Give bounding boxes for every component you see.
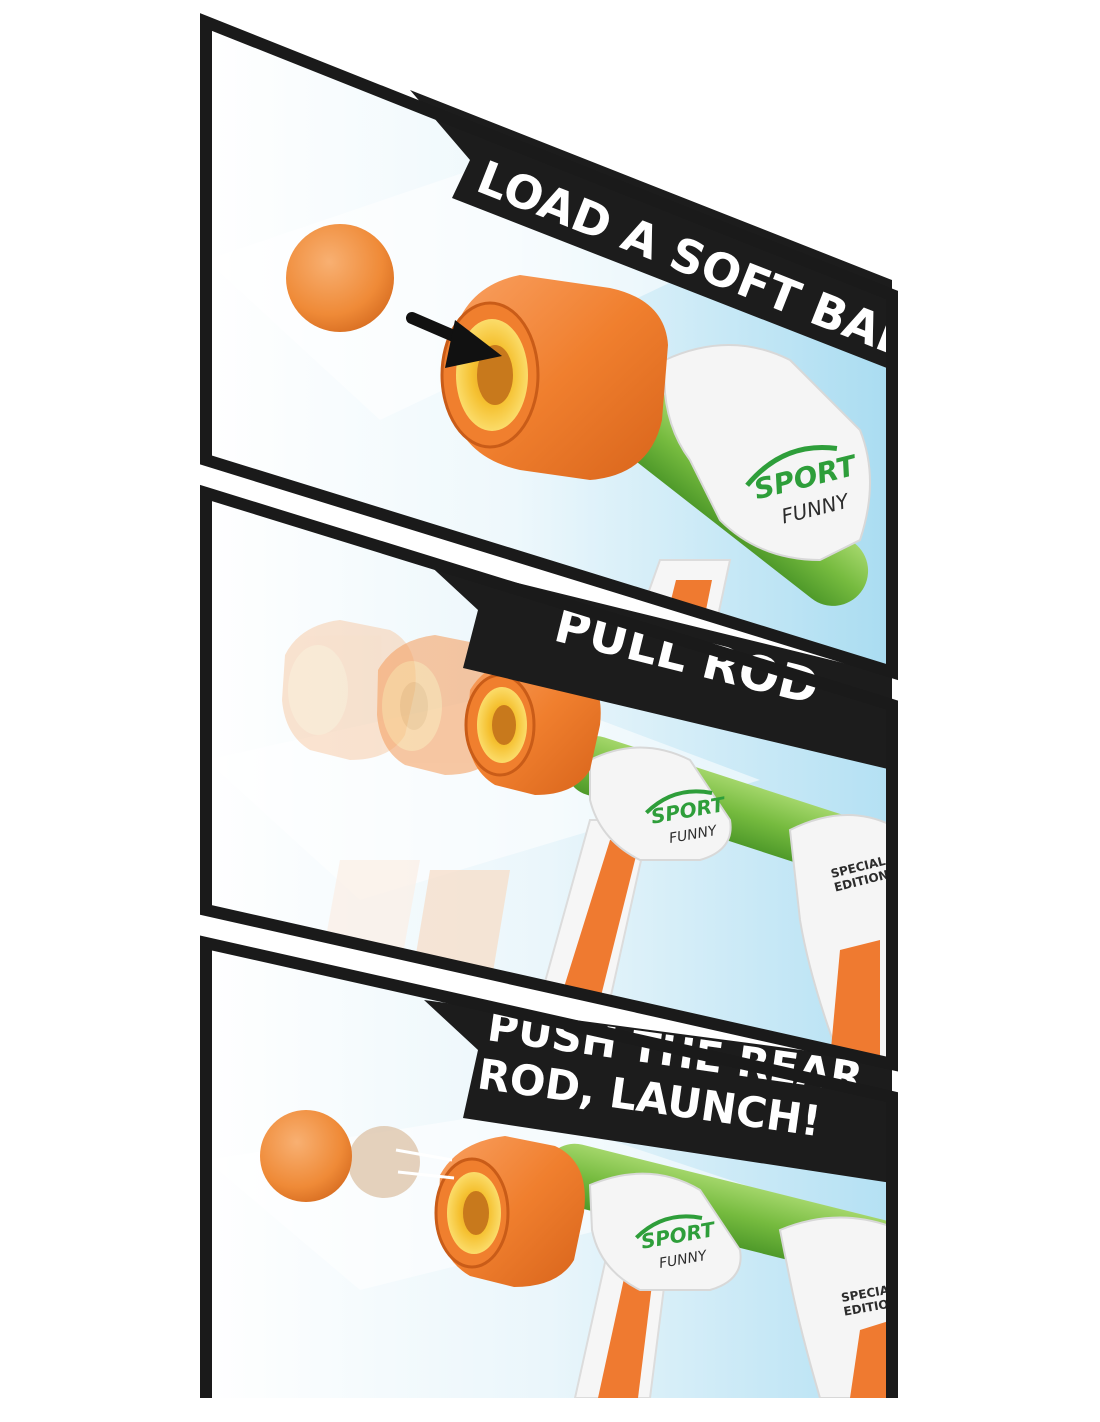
launched-ball: [260, 1110, 455, 1202]
panel-frame: [200, 13, 898, 1398]
arrow-icon: [406, 312, 502, 368]
soft-ball: [286, 224, 394, 332]
